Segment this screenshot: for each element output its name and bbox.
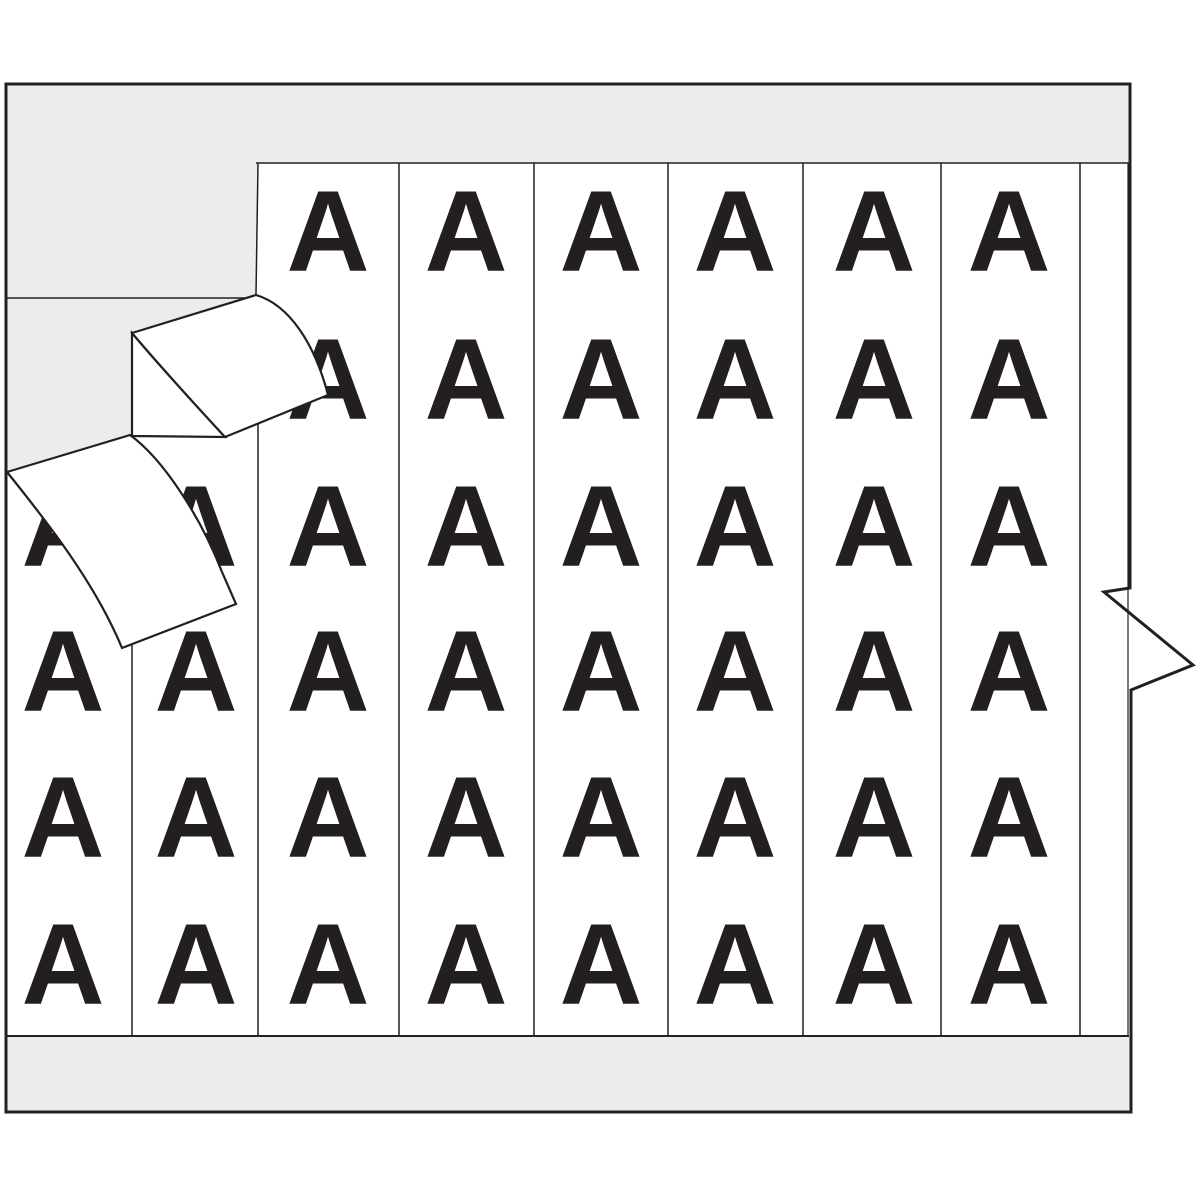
wire-marker-letter: A bbox=[967, 463, 1050, 591]
wire-marker-letter: A bbox=[693, 463, 776, 591]
peeled-label-lower bbox=[5, 433, 238, 650]
wire-marker-letter: A bbox=[559, 316, 642, 444]
wire-marker-letter: A bbox=[424, 608, 507, 736]
wire-marker-letter: A bbox=[286, 608, 369, 736]
wire-marker-letter: A bbox=[832, 754, 915, 882]
wire-marker-letter: A bbox=[286, 754, 369, 882]
wire-marker-letter: A bbox=[832, 608, 915, 736]
wire-marker-letter: A bbox=[693, 608, 776, 736]
card-outline-with-pull-tab-arrow bbox=[4, 82, 1196, 1114]
peeled-label-upper bbox=[130, 293, 330, 439]
wire-marker-letter: A bbox=[693, 901, 776, 1029]
wire-marker-letter: A bbox=[424, 463, 507, 591]
wire-marker-letter: A bbox=[967, 316, 1050, 444]
wire-marker-letter: A bbox=[559, 608, 642, 736]
wire-marker-letter: A bbox=[967, 754, 1050, 882]
wire-marker-letter: A bbox=[832, 463, 915, 591]
wire-marker-letter: A bbox=[693, 168, 776, 296]
wire-marker-letter: A bbox=[424, 754, 507, 882]
wire-marker-letter: A bbox=[21, 754, 104, 882]
peeled-label-upper-face bbox=[130, 293, 330, 439]
wire-marker-letter: A bbox=[21, 901, 104, 1029]
wire-marker-letter: A bbox=[286, 168, 369, 296]
wire-marker-letter: A bbox=[559, 463, 642, 591]
wire-marker-letter: A bbox=[559, 754, 642, 882]
wire-marker-letter: A bbox=[286, 463, 369, 591]
wire-marker-letter: A bbox=[967, 608, 1050, 736]
wire-marker-letter: A bbox=[286, 901, 369, 1029]
wire-marker-letter: A bbox=[967, 901, 1050, 1029]
wire-marker-letter: A bbox=[21, 608, 104, 736]
card-bottom-band bbox=[6, 1036, 1131, 1112]
wire-marker-letter: A bbox=[424, 168, 507, 296]
card-top-band-and-peeled-area bbox=[6, 84, 1130, 472]
wire-marker-letter: A bbox=[424, 316, 507, 444]
wire-marker-letter: A bbox=[832, 901, 915, 1029]
wire-marker-letters: AAAAAAAAAAAAAAAAAAAAAAAAAAAAAAAAAAAAAAAA… bbox=[21, 168, 1050, 1029]
wire-marker-letter: A bbox=[559, 168, 642, 296]
wire-marker-letter: A bbox=[832, 168, 915, 296]
wire-marker-letter: A bbox=[424, 901, 507, 1029]
wire-marker-letter: A bbox=[693, 754, 776, 882]
wire-marker-letter: A bbox=[154, 754, 237, 882]
sheet-corner-edge bbox=[255, 162, 259, 296]
wire-marker-letter: A bbox=[832, 316, 915, 444]
wire-marker-letter: A bbox=[967, 168, 1050, 296]
wire-marker-letter: A bbox=[559, 901, 642, 1029]
wire-marker-letter: A bbox=[693, 316, 776, 444]
wire-marker-letter: A bbox=[154, 901, 237, 1029]
